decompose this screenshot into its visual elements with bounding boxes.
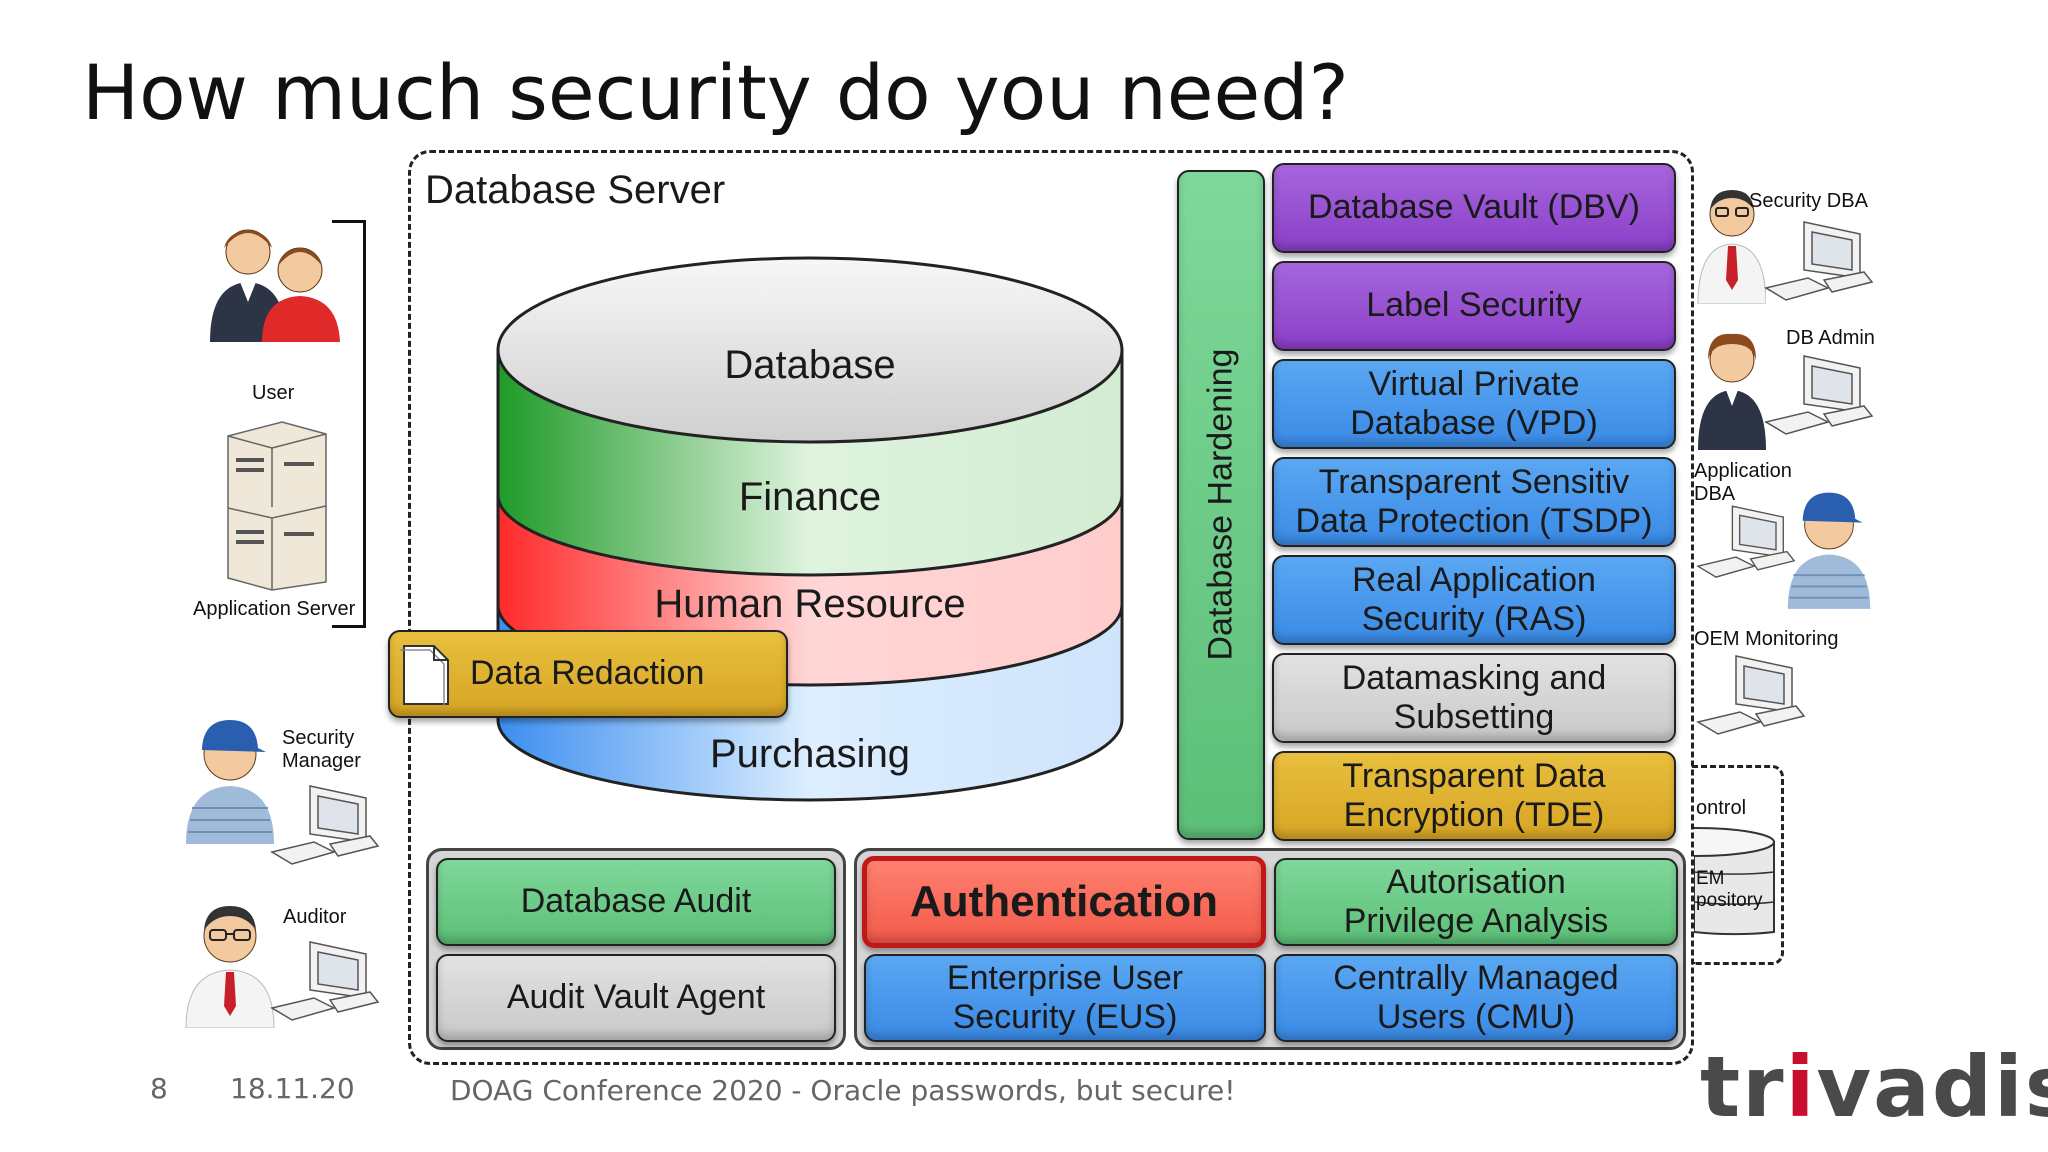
feature-label-security: Label Security bbox=[1272, 261, 1676, 351]
authorisation-box: Autorisation Privilege Analysis bbox=[1274, 858, 1678, 946]
page-title: How much security do you need? bbox=[82, 48, 1349, 137]
eus-box: Enterprise User Security (EUS) bbox=[864, 954, 1266, 1042]
database-hardening-label: Database Hardening bbox=[1201, 349, 1240, 661]
user-label: User bbox=[252, 382, 295, 404]
oem-monitoring-label: OEM Monitoring bbox=[1694, 628, 1839, 650]
security-dba-computer-icon bbox=[1764, 221, 1874, 301]
database-hardening-bar: Database Hardening bbox=[1177, 170, 1265, 840]
auditor-computer-icon bbox=[270, 941, 380, 1021]
application-server-label: Application Server bbox=[193, 598, 356, 620]
layer-label-purchasing: Purchasing bbox=[710, 732, 910, 776]
control-label: ontrol bbox=[1696, 797, 1747, 819]
security-manager-label: Security Manager bbox=[282, 727, 361, 772]
security-manager-computer-icon bbox=[270, 785, 380, 865]
trivadis-logo: trivadis bbox=[1700, 1038, 2048, 1136]
layer-label-human-resource: Human Resource bbox=[654, 582, 965, 626]
security-dba-label: Security DBA bbox=[1749, 190, 1868, 212]
oem-monitoring-computer-icon bbox=[1696, 655, 1806, 735]
cmu-box: Centrally Managed Users (CMU) bbox=[1274, 954, 1678, 1042]
client-bracket bbox=[332, 220, 366, 628]
feature-datamasking: Datamasking and Subsetting bbox=[1272, 653, 1676, 743]
feature-tsdp: Transparent Sensitiv Data Protection (TS… bbox=[1272, 457, 1676, 547]
database-server-label: Database Server bbox=[425, 168, 726, 212]
application-dba-computer-icon bbox=[1696, 505, 1796, 578]
application-dba-label: Application DBA bbox=[1694, 460, 1792, 505]
db-admin-computer-icon bbox=[1764, 355, 1874, 435]
application-server-icon bbox=[227, 421, 327, 591]
database-audit-box: Database Audit bbox=[436, 858, 836, 946]
authentication-box: Authentication bbox=[862, 856, 1266, 948]
feature-ras: Real Application Security (RAS) bbox=[1272, 555, 1676, 645]
data-redaction-box: Data Redaction bbox=[388, 630, 788, 718]
database-cylinder: Database Finance Human Resource Purchasi… bbox=[496, 256, 1124, 802]
database-top bbox=[496, 256, 1124, 444]
layer-label-finance: Finance bbox=[739, 475, 881, 519]
control-frame bbox=[1692, 765, 1784, 965]
footer-date: 18.11.20 bbox=[230, 1072, 355, 1105]
data-redaction-label: Data Redaction bbox=[470, 654, 705, 693]
audit-vault-agent-box: Audit Vault Agent bbox=[436, 954, 836, 1042]
feature-vpd: Virtual Private Database (VPD) bbox=[1272, 359, 1676, 449]
application-dba-icon bbox=[1787, 492, 1871, 609]
auditor-icon bbox=[185, 906, 275, 1028]
user-group-icon bbox=[210, 229, 340, 342]
security-manager-icon bbox=[186, 720, 274, 844]
document-icon bbox=[400, 645, 449, 706]
page-number: 8 bbox=[150, 1072, 168, 1105]
db-admin-label: DB Admin bbox=[1786, 327, 1875, 349]
db-admin-icon bbox=[1698, 333, 1766, 450]
database-server-frame bbox=[408, 150, 1694, 1065]
repository-label: EM pository bbox=[1696, 868, 1763, 911]
feature-tde: Transparent Data Encryption (TDE) bbox=[1272, 751, 1676, 841]
auditor-label: Auditor bbox=[283, 906, 347, 928]
layer-label-database: Database bbox=[724, 343, 895, 387]
footer-conference: DOAG Conference 2020 - Oracle passwords,… bbox=[450, 1074, 1236, 1107]
repository-icon bbox=[1694, 827, 1775, 936]
feature-database-vault: Database Vault (DBV) bbox=[1272, 163, 1676, 253]
security-dba-icon bbox=[1697, 190, 1766, 304]
